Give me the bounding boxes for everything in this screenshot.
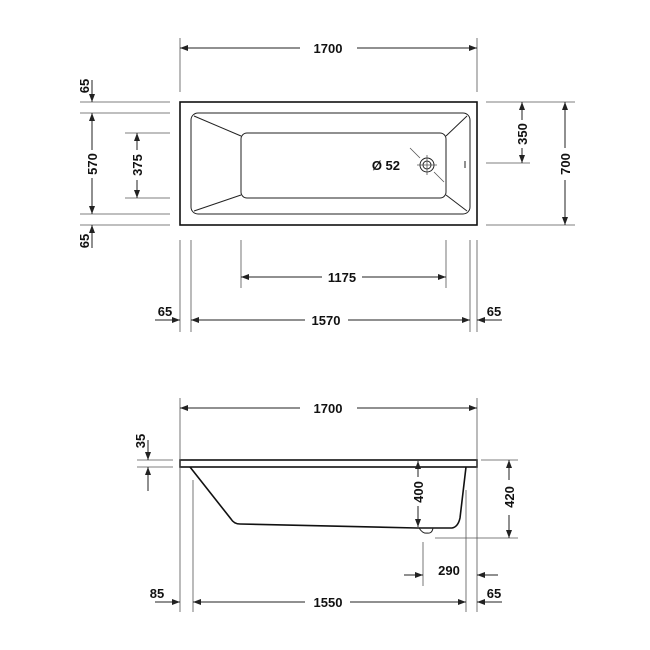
dim-rim-left: 65	[158, 304, 172, 319]
dim-overall-length: 1700	[314, 41, 343, 56]
dim-overall-height: 420	[502, 486, 517, 508]
dim-overall-width: 700	[558, 153, 573, 175]
dim-rim-top: 65	[77, 79, 92, 93]
side-view: 1700 35 400 420 290 85 1550 65	[133, 398, 518, 612]
tub-slope-lines	[193, 115, 468, 212]
dim-rim-thickness: 35	[133, 434, 148, 448]
dim-base-length: 1550	[314, 595, 343, 610]
tub-outline	[179, 101, 478, 226]
tub-body-side	[189, 466, 467, 529]
dim-right-offset: 65	[487, 586, 501, 601]
dim-inner-width: 570	[85, 153, 100, 175]
dim-rim-bottom: 65	[77, 234, 92, 248]
top-view: Ø 52 1700 65 570 375 65 350 700 1175 65	[77, 38, 575, 332]
dim-left-offset: 85	[150, 586, 164, 601]
dim-drain-offset: 350	[515, 123, 530, 145]
dim-rim-right: 65	[487, 304, 501, 319]
dim-drain-distance: 290	[438, 563, 460, 578]
dim-inner-length: 1570	[312, 313, 341, 328]
dim-floor-width: 375	[130, 154, 145, 176]
dim-inner-depth: 400	[411, 481, 426, 503]
tub-floor	[240, 132, 447, 199]
dim-side-overall-length: 1700	[314, 401, 343, 416]
dim-floor-length: 1175	[328, 270, 356, 285]
drain-side	[418, 527, 434, 534]
tub-inner-rim	[190, 112, 471, 215]
drain-diameter-label: Ø 52	[372, 158, 400, 173]
tub-rim-side	[179, 459, 478, 468]
drain-icon	[409, 147, 445, 183]
